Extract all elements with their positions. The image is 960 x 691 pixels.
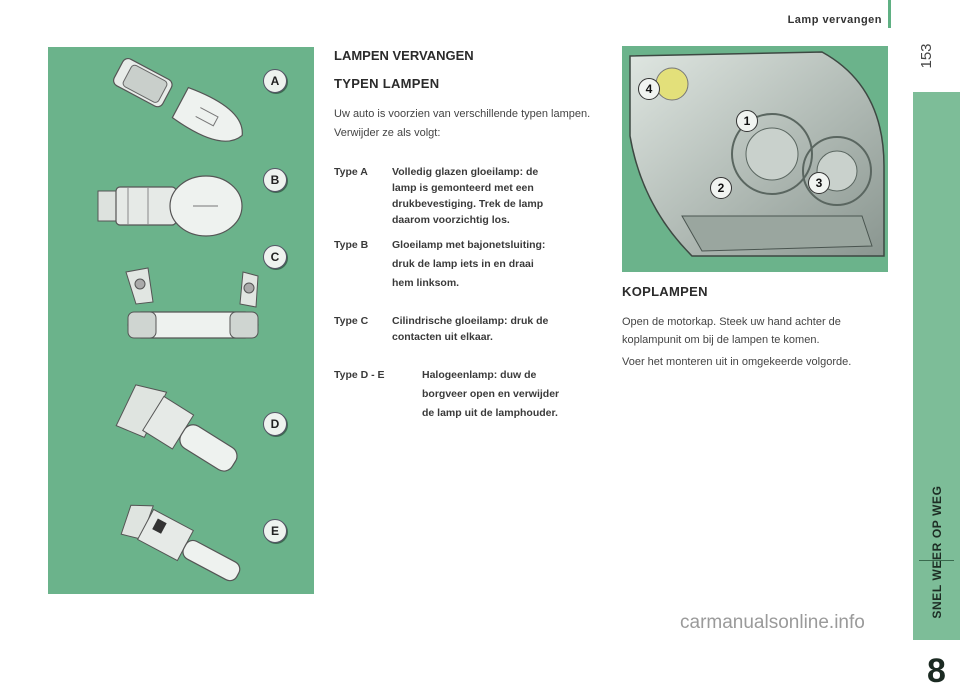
header-accent-bar <box>888 0 891 28</box>
badge-type-d: D <box>263 412 287 436</box>
headlamp-section: KOPLAMPEN Open de motorkap. Steek uw han… <box>622 284 902 375</box>
badge-type-e: E <box>263 519 287 543</box>
chapter-tab-divider <box>919 560 954 561</box>
type-b-bulb-icon <box>97 175 243 237</box>
badge-type-c: C <box>263 245 287 269</box>
type-b-label: Type B <box>334 239 369 251</box>
badge-type-a: A <box>263 69 287 93</box>
section-title: Lamp vervangen <box>787 14 882 26</box>
type-d-bulb-icon <box>115 384 238 472</box>
headlamp-badge-4: 4 <box>638 78 660 100</box>
headlamp-badge-1: 1 <box>736 110 758 132</box>
type-c-label: Type C <box>334 315 369 327</box>
headlamp-heading: KOPLAMPEN <box>622 284 708 299</box>
headlamp-badge-2: 2 <box>710 177 732 199</box>
type-c-bulb-icon <box>125 267 259 339</box>
badge-type-b: B <box>263 168 287 192</box>
type-a-bulb-icon <box>113 57 243 142</box>
page-number: 153 <box>918 43 935 69</box>
headlamp-unit-icon <box>629 51 885 257</box>
watermark: carmanualsonline.info <box>680 612 865 633</box>
type-c-desc: Cilindrische gloeilamp: druk de contacte… <box>392 315 549 343</box>
type-de-desc: Halogeenlamp: duw de borgveer open en ve… <box>422 369 560 419</box>
chapter-tab-label: SNEL WEER OP WEG <box>930 485 944 619</box>
headlamp-photo: 4 1 2 3 <box>622 46 888 272</box>
chapter-tab: SNEL WEER OP WEG 8 <box>913 92 960 690</box>
headlamp-badge-3: 3 <box>808 172 830 194</box>
intro-text: Uw auto is voorzien van verschillende ty… <box>334 108 591 139</box>
section-subheading: TYPEN LAMPEN <box>334 76 440 91</box>
type-a-desc: Volledig glazen gloeilamp: de lamp is ge… <box>392 166 544 226</box>
type-a-label: Type A <box>334 166 368 178</box>
type-e-bulb-icon <box>120 504 241 582</box>
chapter-number: 8 <box>927 652 946 690</box>
type-b-desc: Gloeilamp met bajonetsluiting: druk de l… <box>392 239 546 289</box>
page-heading: LAMPEN VERVANGEN <box>334 48 474 63</box>
type-de-label: Type D - E <box>334 369 385 381</box>
lamp-types-section: LAMPEN VERVANGEN TYPEN LAMPEN Uw auto is… <box>334 48 609 419</box>
lamp-types-illustration: A B C D E <box>48 47 314 594</box>
headlamp-instruction-2: Voer het monteren uit in omgekeerde volg… <box>622 356 852 368</box>
headlamp-instruction-1: Open de motorkap. Steek uw hand achter d… <box>622 316 841 346</box>
